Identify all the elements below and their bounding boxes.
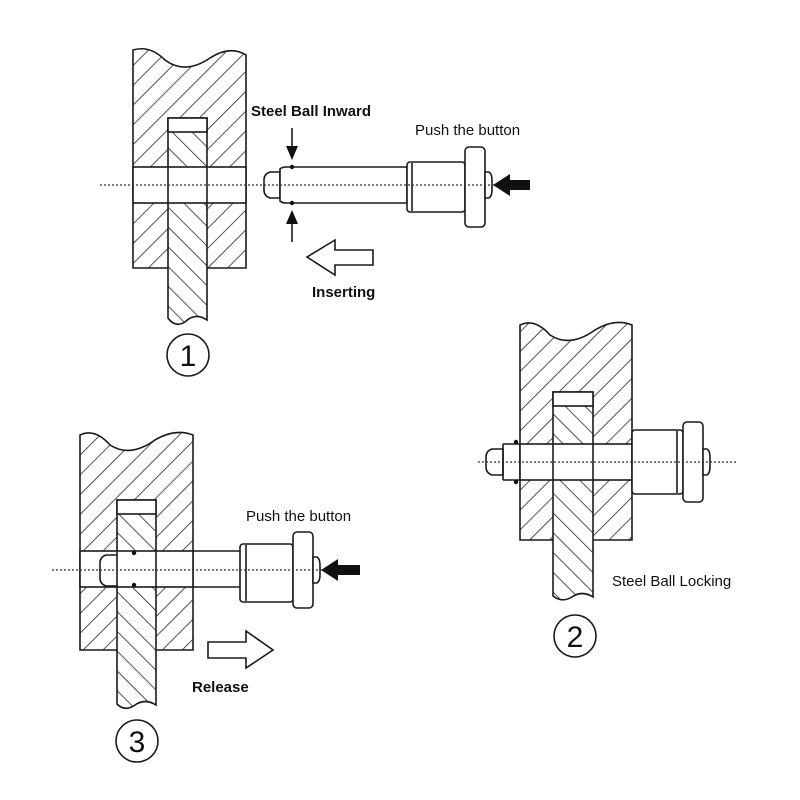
inner-plate — [552, 391, 594, 601]
steel-ball-bottom — [131, 582, 137, 588]
inserting-arrow-icon — [305, 238, 374, 277]
label-release: Release — [192, 679, 249, 696]
step-number-circle — [166, 333, 210, 377]
step-number-circle — [553, 614, 597, 658]
release-arrow-icon — [207, 629, 275, 670]
step-number: 2 — [567, 621, 584, 654]
step-2-panel: Steel Ball Locking 2 — [478, 321, 738, 658]
pin-collar — [406, 161, 466, 213]
step-number: 1 — [180, 340, 197, 373]
pin-shaft — [279, 166, 408, 204]
inner-plate — [116, 499, 157, 710]
label-steel-ball-inward: Steel Ball Inward — [251, 103, 371, 120]
inner-plate-slot — [167, 117, 208, 133]
steel-ball-bottom — [513, 479, 519, 485]
step-1-panel: Steel Ball Inward Push the button Insert… — [100, 47, 530, 377]
steel-ball-top — [513, 439, 519, 445]
push-arrow-icon — [493, 174, 530, 196]
pin-collar — [239, 543, 294, 603]
ball-lock-pin — [263, 146, 493, 228]
step-3-panel: Push the button Release 3 — [52, 431, 360, 763]
push-arrow-icon — [321, 559, 360, 581]
steel-ball-top — [289, 164, 295, 170]
step-number: 3 — [129, 726, 146, 759]
label-inserting: Inserting — [312, 284, 375, 301]
inner-plate-slot — [116, 499, 157, 515]
label-push-button: Push the button — [246, 508, 351, 525]
plate-hole — [79, 550, 194, 588]
steel-ball-bottom — [289, 200, 295, 206]
inner-plate-slot — [552, 391, 594, 407]
step-number-circle — [115, 719, 159, 763]
pin-button — [464, 146, 486, 228]
label-push-button: Push the button — [415, 122, 520, 139]
steel-ball-top — [131, 550, 137, 556]
ball-inward-arrows — [286, 128, 298, 242]
label-steel-ball-locking: Steel Ball Locking — [612, 573, 731, 590]
inner-plate — [167, 117, 208, 326]
